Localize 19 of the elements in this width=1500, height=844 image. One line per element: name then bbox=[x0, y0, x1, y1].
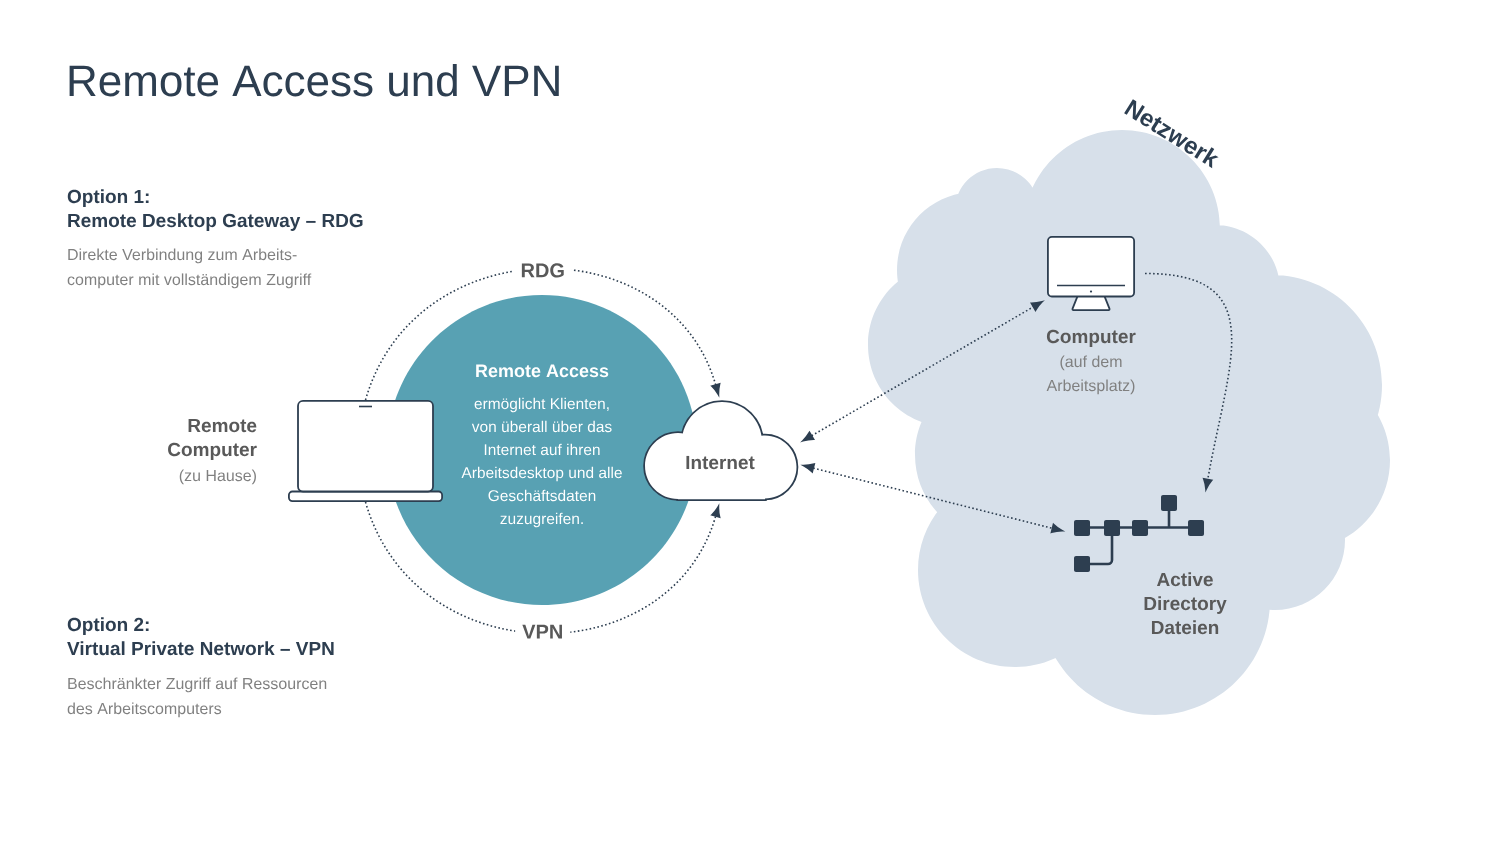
curved-arrow bbox=[1144, 272, 1233, 491]
double-arrow bbox=[802, 463, 1063, 534]
section-heading: Option 1: Remote Desktop Gateway – RDG bbox=[67, 189, 363, 231]
edge-label: RDG bbox=[513, 256, 572, 285]
title: Remote Access und VPN bbox=[69, 64, 559, 97]
curved-arrow bbox=[364, 267, 721, 401]
double-arrow bbox=[802, 300, 1043, 442]
node-title: Computer bbox=[1046, 329, 1136, 347]
node-subtitle: (zu Hause) bbox=[179, 469, 256, 485]
node-title: Remote Computer bbox=[168, 418, 257, 460]
edge-label: VPN bbox=[515, 617, 571, 646]
description: Beschränkter Zugriff auf Ressourcen des Arbeitscomputers bbox=[67, 677, 327, 718]
node-subtitle: (auf dem Arbeitsplatz) bbox=[1046, 355, 1135, 395]
body-text: ermöglicht Klienten, von überall über das Internet auf ihren Arbeitsdesktop und alle Geschäftsdaten zuzugreifen. bbox=[461, 397, 622, 528]
heading: Remote Access bbox=[476, 364, 609, 378]
section-heading: Option 2: Virtual Private Network – VPN bbox=[67, 617, 334, 656]
node-title: Active Directory Dateien bbox=[1144, 572, 1227, 635]
curved-arrow bbox=[364, 501, 721, 635]
description: Direkte Verbindung zum Arbeits- computer mit vollständigem Zugriff bbox=[67, 248, 312, 289]
